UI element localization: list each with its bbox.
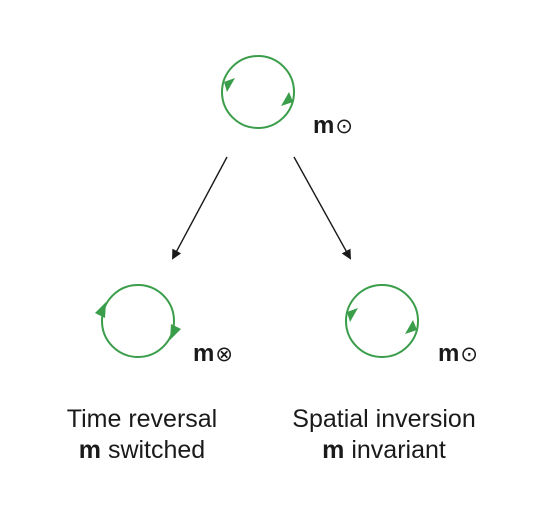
spatial-inversion-caption: Spatial inversion m invariant — [254, 404, 514, 466]
top-loop-arrowhead-upper — [224, 78, 235, 92]
time-reversal-effect-text: switched — [101, 436, 206, 464]
left-moment-symbol-m: m — [193, 340, 215, 367]
arrow-to-time-reversal — [172, 156, 228, 260]
spatial-inversion-m: m — [322, 436, 345, 464]
spatial-inversion-effect: m invariant — [254, 435, 514, 466]
top-current-loop — [221, 55, 295, 129]
time-reversal-m: m — [78, 436, 101, 464]
right-moment-symbol-m: m — [438, 340, 460, 367]
right-loop-arrowhead-upper — [347, 308, 358, 322]
right-moment-label: m⊙ — [438, 340, 478, 368]
right-loop-arrowhead-lower — [405, 320, 417, 334]
left-loop-arrowhead-upper — [95, 302, 106, 318]
out-of-plane-dot-icon: ⊙ — [335, 114, 353, 138]
spatial-inversion-title: Spatial inversion — [292, 405, 476, 433]
time-reversal-effect: m switched — [12, 435, 272, 466]
left-loop-arrowhead-lower — [170, 324, 181, 340]
spatial-inversion-effect-text: invariant — [344, 436, 446, 464]
time-reversal-title: Time reversal — [66, 405, 218, 433]
into-plane-cross-icon: ⊗ — [215, 342, 233, 366]
arrow-to-spatial-inversion — [293, 156, 351, 260]
right-current-loop — [345, 284, 419, 358]
top-moment-symbol-m: m — [313, 112, 335, 139]
out-of-plane-dot-icon: ⊙ — [460, 342, 478, 366]
time-reversal-caption: Time reversal m switched — [12, 404, 272, 466]
left-moment-label: m⊗ — [193, 340, 233, 368]
left-current-loop — [95, 284, 181, 358]
top-loop-arrowhead-lower — [281, 92, 293, 106]
top-moment-label: m⊙ — [313, 112, 353, 140]
